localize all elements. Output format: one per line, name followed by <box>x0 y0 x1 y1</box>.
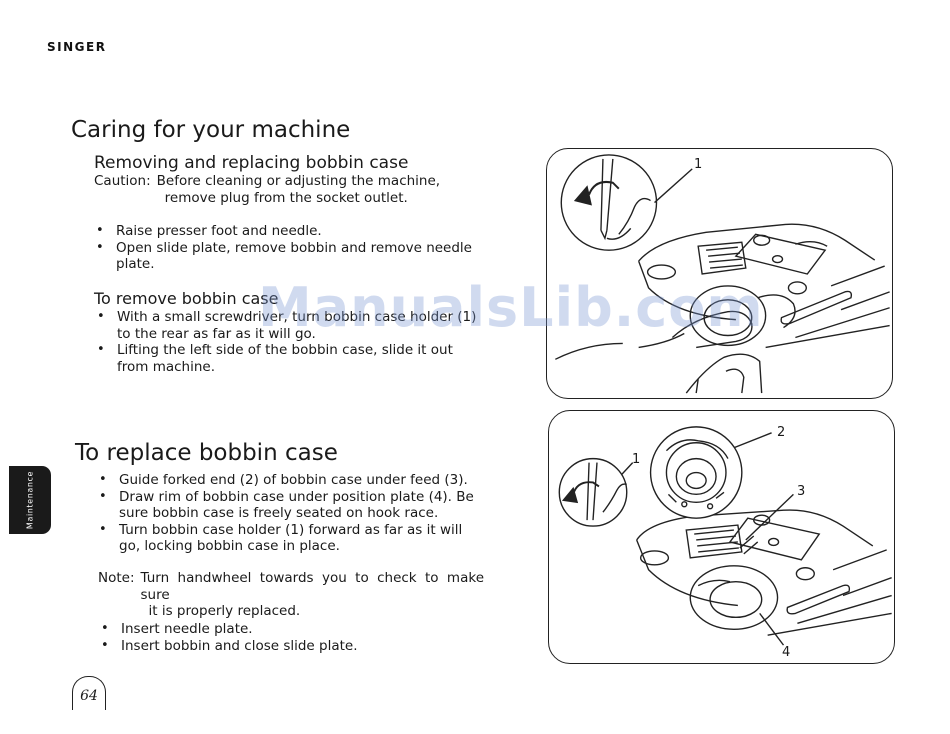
page-title: Caring for your machine <box>71 117 351 143</box>
figure-replace-bobbin-case <box>548 410 895 664</box>
list-item: Turn bobbin case holder (1) forward as f… <box>97 522 483 555</box>
list-item: Raise presser foot and needle. <box>94 223 482 240</box>
final-list: Insert needle plate. Insert bobbin and c… <box>99 621 485 654</box>
caution-label: Caution: <box>94 173 151 189</box>
replace-illustration <box>558 426 892 646</box>
list-item: Open slide plate, remove bobbin and remo… <box>94 240 482 273</box>
list-item: Insert bobbin and close slide plate. <box>99 638 485 655</box>
callout-1-top: 1 <box>694 157 703 172</box>
caution-note: Caution: Before cleaning or adjusting th… <box>94 173 480 206</box>
list-item: With a small screwdriver, turn bobbin ca… <box>95 309 481 342</box>
caution-line-1: Before cleaning or adjusting the machine… <box>156 173 441 189</box>
callout-3: 3 <box>797 484 806 499</box>
note-line-2: it is properly replaced. <box>148 603 301 619</box>
subtitle-replace: To replace bobbin case <box>75 440 338 466</box>
callout-1-bottom: 1 <box>632 452 641 467</box>
note-label: Note: <box>98 570 135 586</box>
subtitle-removing-replacing: Removing and replacing bobbin case <box>94 153 409 173</box>
remove-illustration <box>555 154 890 394</box>
subtitle-remove: To remove bobbin case <box>94 289 279 308</box>
list-item: Lifting the left side of the bobbin case… <box>95 342 481 375</box>
callout-4: 4 <box>782 645 791 660</box>
caution-line-2: remove plug from the socket outlet. <box>164 189 408 206</box>
replace-list: Guide forked end (2) of bobbin case unde… <box>97 472 483 555</box>
prep-list: Raise presser foot and needle. Open slid… <box>94 223 482 273</box>
callout-2: 2 <box>777 425 786 440</box>
note-line-1: Turn handwheel towards you to check to m… <box>140 570 484 603</box>
figure-remove-bobbin-case <box>546 148 893 399</box>
list-item: Draw rim of bobbin case under position p… <box>97 489 483 522</box>
list-item: Insert needle plate. <box>99 621 485 638</box>
note-text: Turn handwheel towards you to check to m… <box>141 570 484 620</box>
section-tab: Maintenance <box>9 466 51 534</box>
remove-list: With a small screwdriver, turn bobbin ca… <box>95 309 481 375</box>
replace-note: Note: Turn handwheel towards you to chec… <box>98 570 484 620</box>
page-number: 64 <box>80 688 98 704</box>
brand-logo: SINGER <box>47 40 107 54</box>
section-tab-label: Maintenance <box>25 470 35 530</box>
list-item: Guide forked end (2) of bobbin case unde… <box>97 472 483 489</box>
page-number-tab: 64 <box>72 676 106 710</box>
caution-text: Before cleaning or adjusting the machine… <box>157 173 480 206</box>
